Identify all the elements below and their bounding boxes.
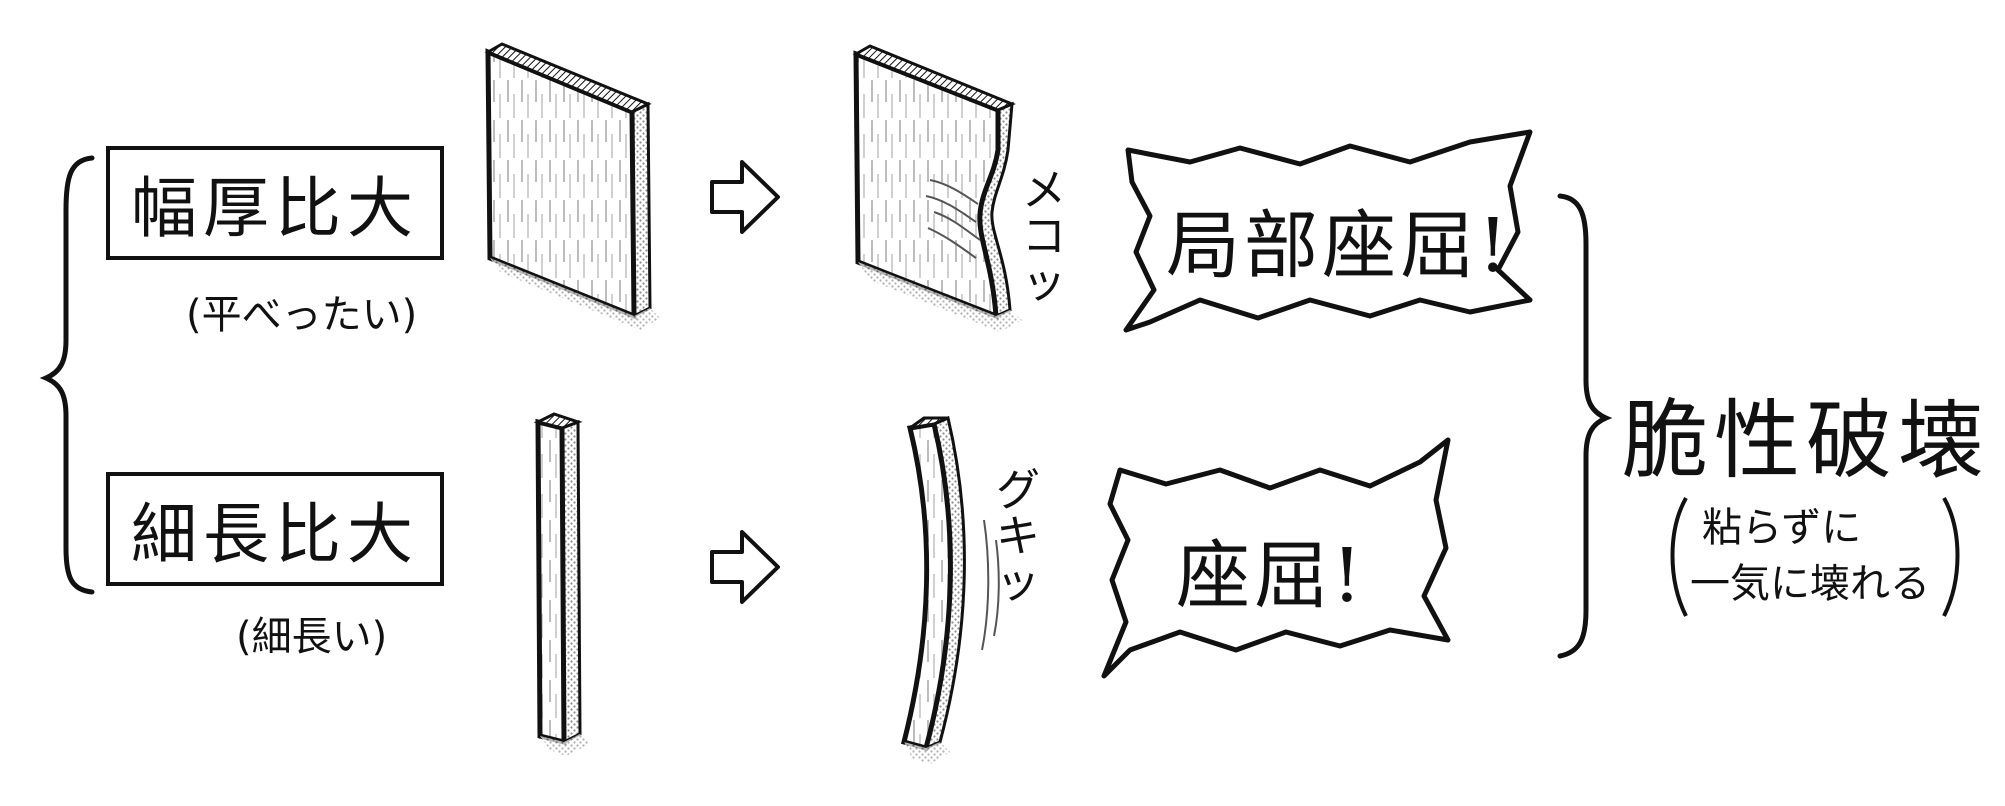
slenderness-ratio-box: 細長比大 xyxy=(106,472,444,586)
buckled-plate-illustration xyxy=(852,44,1022,332)
slender-column-illustration xyxy=(533,412,590,756)
width-thickness-ratio-label: 幅厚比大 xyxy=(131,170,419,247)
burst-bubble-bottom xyxy=(1101,437,1451,679)
width-thickness-ratio-box: 幅厚比大 xyxy=(106,146,444,260)
left-brace xyxy=(39,155,95,595)
slenderness-note: (細長い) xyxy=(236,614,388,660)
slenderness-ratio-label: 細長比大 xyxy=(131,496,419,573)
burst-bubble-top xyxy=(1123,129,1533,333)
brittle-fracture-title: 脆性破壊 xyxy=(1622,391,1990,491)
flat-plate-illustration xyxy=(484,42,660,330)
right-arrow-outline xyxy=(710,160,780,234)
brittle-fracture-note-line1: 粘らずに xyxy=(1702,505,1862,551)
width-thickness-note: (平べったい) xyxy=(186,292,418,338)
note-open-paren xyxy=(1670,497,1688,617)
brittle-fracture-note-line2: 一気に壊れる xyxy=(1690,561,1930,607)
right-brace xyxy=(1557,193,1613,659)
buckling-text: 座屈! xyxy=(1176,533,1366,619)
buckled-column-illustration xyxy=(900,415,1000,764)
sfx-bend: グキッ xyxy=(996,465,1040,609)
local-buckling-text: 局部座屈! xyxy=(1166,203,1512,289)
note-close-paren xyxy=(1942,497,1960,617)
sfx-dent: メコッ xyxy=(1022,165,1066,309)
right-arrow-outline xyxy=(710,530,780,604)
